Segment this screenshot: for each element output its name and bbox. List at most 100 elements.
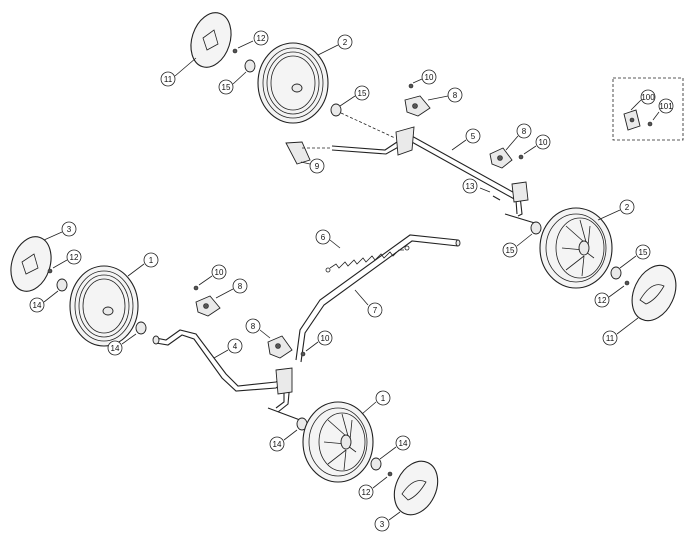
callout-6: 6: [315, 229, 341, 249]
callout-7: 7: [354, 289, 383, 318]
callout-1-left: 1: [127, 252, 159, 277]
callout-10-right: 10: [523, 134, 551, 155]
callout-2-top: 2: [317, 34, 353, 56]
hubcap-3-bottom: [393, 460, 439, 516]
callout-11-top: 11: [160, 57, 197, 87]
callout-12-left: 12: [52, 249, 82, 269]
callout-14-left-inner: 14: [107, 333, 137, 356]
bracket-8-middle: [267, 335, 293, 359]
callout-10-top: 10: [412, 69, 437, 85]
svg-text:15: 15: [639, 248, 648, 257]
svg-text:14: 14: [273, 440, 282, 449]
callout-101-bubble: [658, 98, 674, 114]
callout-15-top-middle: 15: [339, 85, 370, 107]
bushing-15-right-outer: [610, 266, 622, 280]
screw-10-top: [408, 83, 414, 89]
wheel-1-left: [69, 265, 139, 347]
svg-text:1: 1: [381, 394, 386, 403]
callout-14-bottom-outer: 14: [379, 435, 411, 460]
svg-text:10: 10: [215, 268, 224, 277]
svg-text:6: 6: [321, 233, 326, 242]
callout-15-right-inner: 15: [502, 233, 533, 258]
callout-13: 13: [462, 178, 478, 194]
svg-text:12: 12: [598, 296, 607, 305]
bushing-14-left-inner: [135, 321, 147, 335]
callout-8-top: 8: [427, 87, 463, 103]
bushing-15-top-left: [244, 59, 256, 73]
callout-4: 4: [213, 338, 243, 359]
lever-7: [295, 234, 461, 363]
screw-10-right: [518, 154, 524, 160]
svg-text:15: 15: [358, 89, 367, 98]
callout-2-right: 2: [597, 199, 635, 221]
svg-text:10: 10: [321, 334, 330, 343]
svg-text:2: 2: [343, 38, 348, 47]
hubcap-3-left: [10, 236, 52, 292]
svg-text:11: 11: [164, 75, 173, 84]
wheel-1-bottom: [302, 401, 374, 483]
svg-text:7: 7: [373, 306, 378, 315]
svg-text:5: 5: [471, 132, 476, 141]
svg-text:8: 8: [238, 282, 243, 291]
callout-12-bottom: 12: [358, 476, 388, 500]
hubcap-11-right: [631, 264, 677, 322]
callout-8-middle: 8: [245, 318, 271, 339]
pin-13: [479, 187, 501, 201]
callout-10-left: 10: [198, 264, 227, 286]
callout-3-bottom: 3: [374, 511, 401, 532]
callout-15-right-outer: 15: [619, 244, 651, 269]
callout-12-top: 12: [237, 30, 269, 49]
wheel-2-top: [257, 42, 329, 124]
screw-10-left: [193, 285, 199, 291]
svg-text:9: 9: [315, 162, 320, 171]
svg-text:10: 10: [539, 138, 548, 147]
callout-14-left-outer: 14: [29, 290, 59, 313]
callout-100-bubble: [640, 89, 656, 105]
svg-text:8: 8: [251, 322, 256, 331]
callout-101: 101: [659, 102, 673, 111]
callout-1-bottom: 1: [361, 390, 391, 415]
callout-8-right: 8: [505, 123, 532, 151]
callout-12-right: 12: [594, 285, 625, 308]
callout-8-left: 8: [215, 278, 248, 299]
dash-line-top-bushing: [340, 112, 396, 139]
screw-12-top: [232, 48, 238, 54]
svg-text:12: 12: [257, 34, 266, 43]
screw-12-bottom: [387, 471, 393, 477]
callout-14-bottom-inner: 14: [269, 429, 298, 452]
svg-text:14: 14: [33, 301, 42, 310]
wheel-2-right: [539, 207, 613, 289]
callout-10-middle: 10: [305, 330, 333, 352]
screw-12-right: [624, 280, 630, 286]
svg-text:8: 8: [522, 127, 527, 136]
svg-text:14: 14: [399, 439, 408, 448]
grip-9: [285, 141, 332, 165]
callout-9: 9: [300, 158, 325, 174]
svg-text:11: 11: [606, 334, 615, 343]
screw-10-middle: [300, 351, 306, 357]
svg-text:12: 12: [362, 488, 371, 497]
spring-6: [325, 245, 410, 273]
svg-text:2: 2: [625, 203, 630, 212]
bracket-8-right: [489, 147, 513, 169]
rear-axle-5: [331, 126, 539, 225]
svg-text:13: 13: [466, 182, 475, 191]
callout-5: 5: [451, 128, 481, 151]
svg-text:4: 4: [233, 342, 238, 351]
svg-text:15: 15: [506, 246, 515, 255]
svg-text:14: 14: [111, 344, 120, 353]
bracket-8-left: [195, 295, 221, 317]
svg-text:10: 10: [425, 73, 434, 82]
bushing-15-top-middle: [330, 103, 342, 117]
callout-100: 100: [641, 93, 655, 102]
bushing-14-left-outer: [56, 278, 68, 292]
bushing-14-bottom-outer: [370, 457, 382, 471]
front-axle-4: [152, 329, 301, 421]
inset-box: 100 101: [612, 77, 684, 141]
svg-text:15: 15: [222, 83, 231, 92]
bracket-8-top: [404, 95, 431, 117]
svg-text:1: 1: [149, 256, 154, 265]
callout-15-top-left: 15: [218, 71, 247, 95]
screw-12-left: [47, 268, 53, 274]
